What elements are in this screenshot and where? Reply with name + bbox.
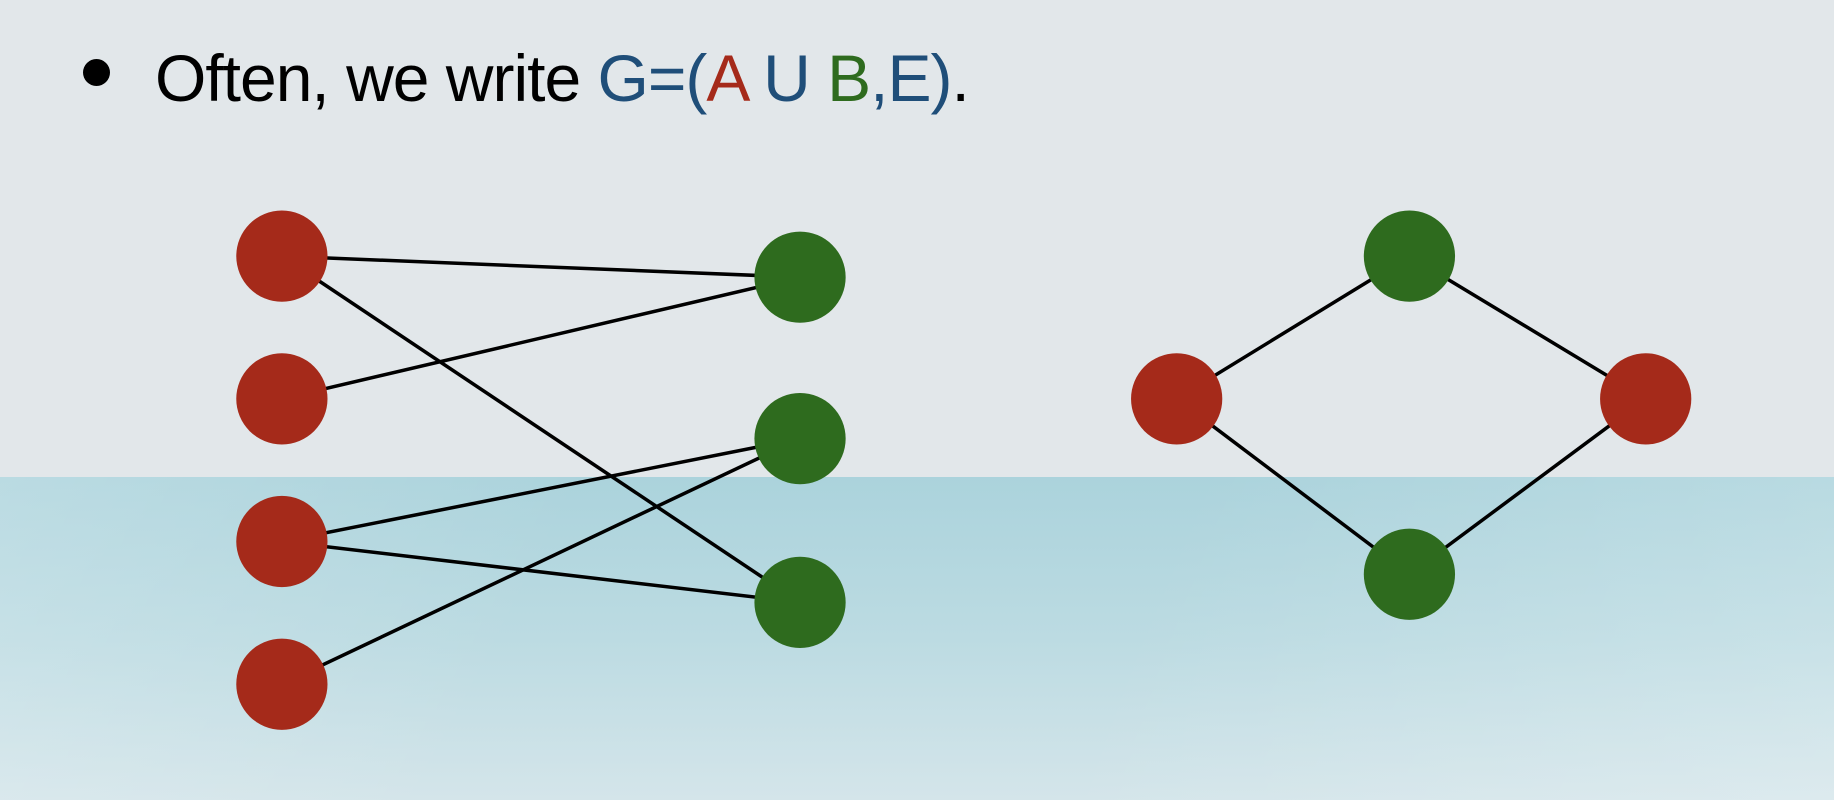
heading-suffix: . [951, 41, 969, 115]
heading-b: B [827, 41, 871, 115]
edge-c2-d1 [1408, 254, 1647, 401]
bullet-icon [83, 59, 110, 86]
edge-a3-b3 [281, 539, 801, 605]
node-a-c1 [1131, 353, 1223, 445]
edge-a3-b2 [281, 436, 801, 544]
edge-a2-b1 [281, 275, 801, 401]
heading-a: A [706, 41, 746, 115]
heading-g: G=( [597, 41, 708, 115]
node-a-a4 [236, 638, 328, 730]
node-b-b3 [754, 556, 846, 648]
node-a-a2 [236, 353, 328, 445]
bipartite-graph-left [236, 210, 846, 730]
node-a-a1 [236, 210, 328, 302]
edge-a4-b2 [281, 437, 801, 686]
node-a-a3 [236, 495, 328, 588]
edge-a1-b3 [280, 254, 802, 604]
node-b-b2 [754, 392, 846, 485]
node-b-d1 [1363, 210, 1456, 302]
heading-union: U [745, 41, 828, 115]
edge-c1-d2 [1175, 397, 1411, 576]
slide-bullet-text: Often, we write G=(A U B,E). [155, 40, 970, 116]
node-a-c2 [1600, 353, 1692, 445]
bipartite-graph-right [1131, 210, 1692, 620]
heading-e: ,E) [870, 41, 952, 115]
node-b-d2 [1363, 528, 1456, 620]
node-b-b1 [754, 231, 846, 323]
heading-prefix: Often, we write [155, 41, 598, 115]
edge-c2-d2 [1408, 397, 1647, 576]
edge-a1-b1 [281, 254, 801, 279]
